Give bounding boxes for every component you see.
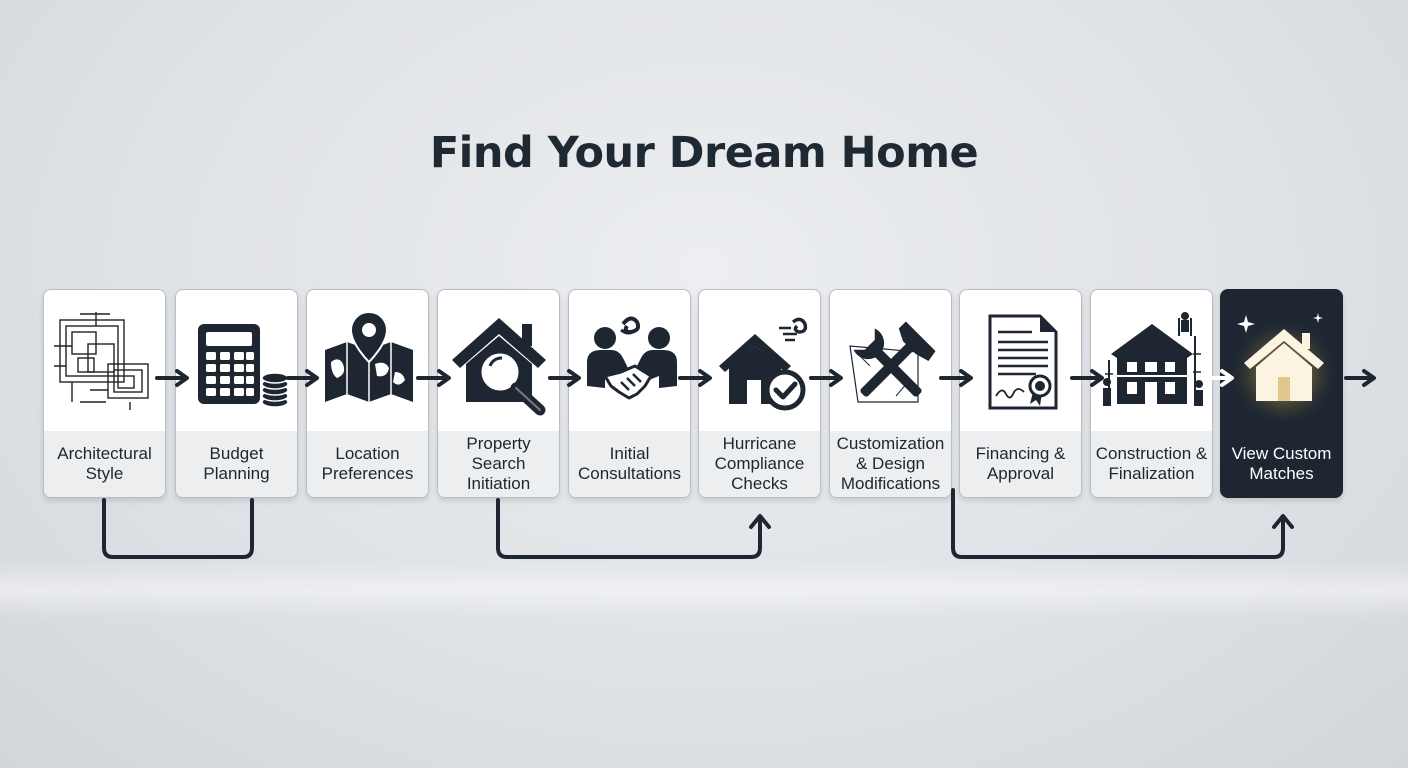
step-card-initial-consultations[interactable]: Initial Consultations	[568, 289, 691, 498]
step-label: Budget Planning	[176, 431, 297, 497]
step-label: Architectural Style	[44, 431, 165, 497]
step-card-architectural-style[interactable]: Architectural Style	[43, 289, 166, 498]
step-card-construction-finalization[interactable]: Construction & Finalization	[1090, 289, 1213, 498]
step-label: Property Search Initiation	[438, 431, 559, 497]
step-card-property-search-initiation[interactable]: Property Search Initiation	[437, 289, 560, 498]
step-label: Initial Consultations	[569, 431, 690, 497]
step-label: Hurricane Compliance Checks	[699, 431, 820, 497]
step-card-budget-planning[interactable]: Budget Planning	[175, 289, 298, 498]
hammer-wrench-icon	[830, 290, 951, 432]
house-magnifier-icon	[438, 290, 559, 432]
page-title: Find Your Dream Home	[429, 128, 979, 178]
step-label: Customization & Design Modifications	[830, 431, 951, 497]
step-card-customization-design-modifications[interactable]: Customization & Design Modifications	[829, 289, 952, 498]
floor-reflection	[0, 560, 1408, 620]
step-card-location-preferences[interactable]: Location Preferences	[306, 289, 429, 498]
document-seal-icon	[960, 290, 1081, 432]
blueprint-icon	[44, 290, 165, 432]
step-label: View Custom Matches	[1221, 431, 1342, 497]
handshake-icon	[569, 290, 690, 432]
step-card-hurricane-compliance-checks[interactable]: Hurricane Compliance Checks	[698, 289, 821, 498]
step-card-view-custom-matches[interactable]: View Custom Matches	[1220, 289, 1343, 498]
map-pin-icon	[307, 290, 428, 432]
building-construction-icon	[1091, 290, 1212, 432]
calculator-coins-icon	[176, 290, 297, 432]
house-check-icon	[699, 290, 820, 432]
glowing-house-icon	[1221, 290, 1342, 432]
step-label: Construction & Finalization	[1091, 431, 1212, 497]
step-label: Location Preferences	[307, 431, 428, 497]
step-card-financing-approval[interactable]: Financing & Approval	[959, 289, 1082, 498]
step-label: Financing & Approval	[960, 431, 1081, 497]
